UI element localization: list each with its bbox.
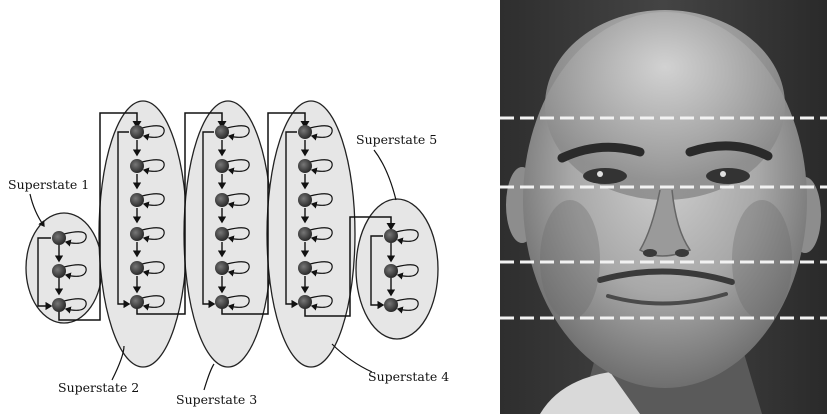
superstate-1-label: Superstate 1 [8, 177, 89, 192]
superstate-5-label: Superstate 5 [356, 132, 437, 147]
face-photo [500, 0, 827, 414]
callout-line-superstate-4 [332, 344, 372, 372]
embedded-hmm-diagram: Superstate 1 Superstate 2 Superstate 3 S… [0, 0, 500, 414]
callout-line-superstate-5 [374, 150, 396, 200]
superstate-2-label: Superstate 2 [58, 380, 139, 395]
superstate-4-label: Superstate 4 [368, 369, 449, 384]
callout-line-superstate-3 [204, 364, 214, 390]
callout-line-superstate-1 [30, 194, 44, 226]
superstate-3-label: Superstate 3 [176, 392, 257, 407]
